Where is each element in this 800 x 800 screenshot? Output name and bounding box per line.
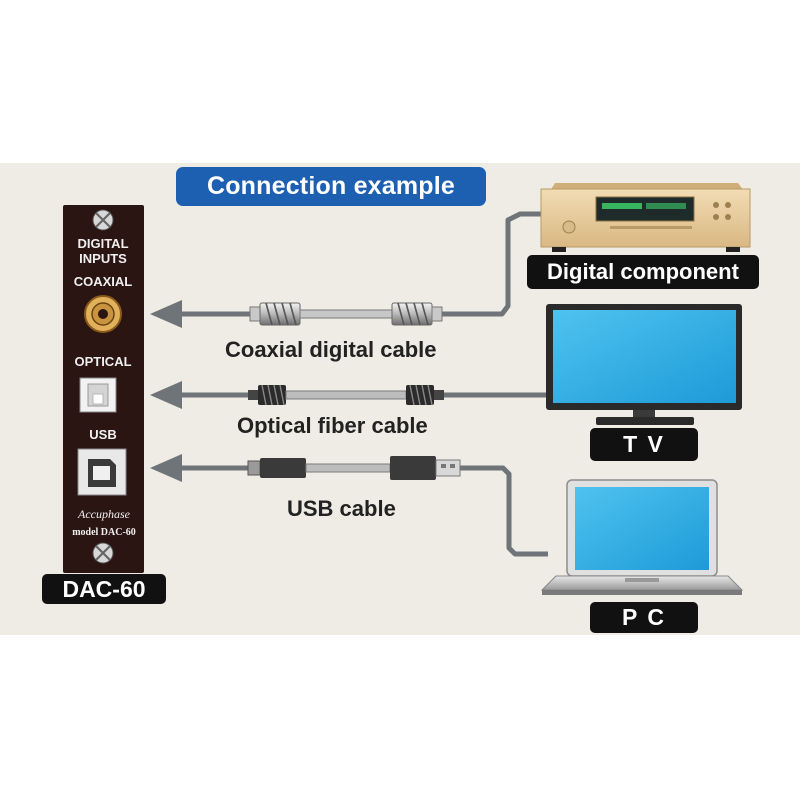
dac-optical-label: OPTICAL bbox=[74, 354, 131, 369]
dac-brand-logo: Accuphase bbox=[77, 507, 131, 521]
coaxial-jack bbox=[84, 295, 122, 333]
dac-model-label: DAC-60 bbox=[42, 574, 166, 604]
usb-b-port bbox=[77, 448, 127, 496]
digital-component-icon bbox=[540, 183, 751, 252]
laptop-icon bbox=[540, 479, 744, 595]
dac-panel: DIGITAL INPUTS COAXIAL OPTICAL USB Accup… bbox=[63, 205, 144, 573]
diagram-title: Connection example bbox=[176, 167, 486, 206]
coaxial-cable bbox=[249, 211, 541, 326]
optical-port bbox=[79, 377, 117, 413]
dac-header-line1: DIGITAL bbox=[77, 236, 128, 251]
dac-header-line2: INPUTS bbox=[79, 251, 127, 266]
pc-label: P C bbox=[590, 602, 698, 633]
coaxial-arrow bbox=[150, 300, 250, 328]
coaxial-cable-label: Coaxial digital cable bbox=[225, 337, 437, 362]
optical-arrow bbox=[150, 381, 248, 409]
usb-arrow bbox=[150, 454, 248, 482]
optical-cable-label: Optical fiber cable bbox=[237, 413, 428, 438]
screw-icon bbox=[92, 209, 114, 231]
tv-label: T V bbox=[590, 428, 698, 461]
usb-cable-label: USB cable bbox=[287, 496, 396, 521]
tv-icon bbox=[546, 304, 742, 425]
screw-icon bbox=[92, 542, 114, 564]
dac-model-text: model DAC-60 bbox=[72, 527, 136, 538]
digital-component-label: Digital component bbox=[527, 255, 759, 289]
dac-coaxial-label: COAXIAL bbox=[74, 274, 133, 289]
dac-usb-label: USB bbox=[89, 427, 116, 442]
optical-cable bbox=[248, 384, 546, 406]
usb-cable bbox=[247, 456, 548, 557]
